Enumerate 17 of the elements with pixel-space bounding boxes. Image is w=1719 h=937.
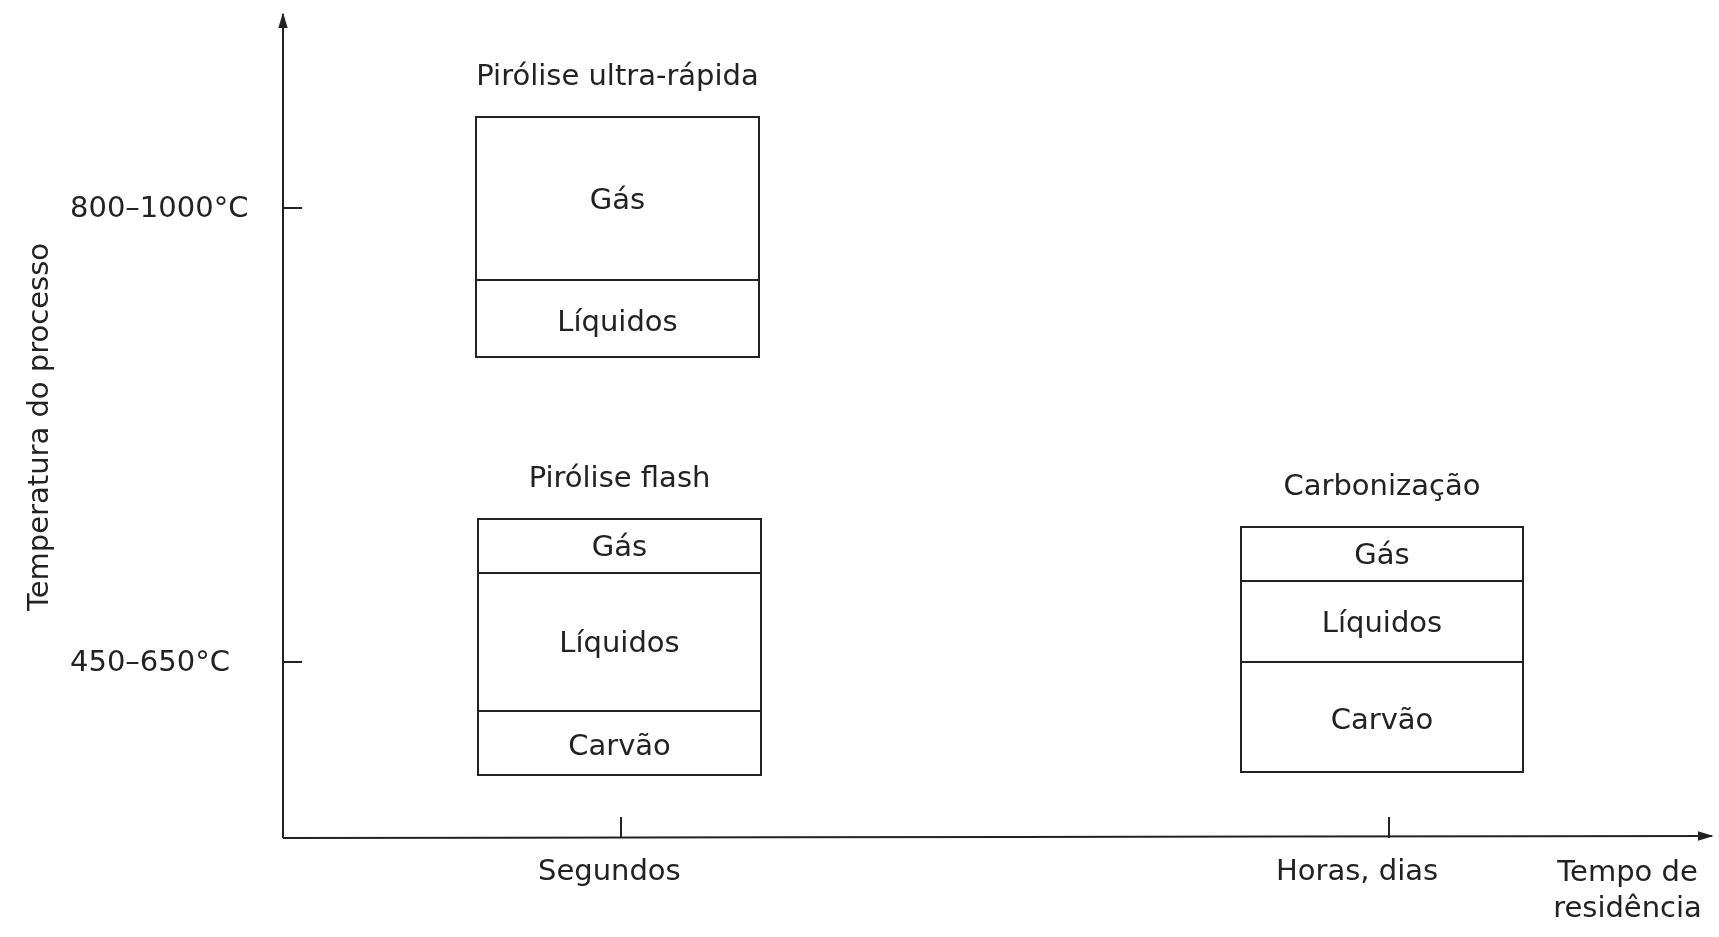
product-section: Carvão: [479, 710, 760, 778]
axis-title: Tempo de residência: [1552, 853, 1703, 925]
product-section: Líquidos: [477, 279, 758, 360]
product-section: Carvão: [1242, 661, 1522, 775]
tick-label: Segundos: [538, 853, 681, 887]
tick-label: 450–650°C: [70, 644, 230, 678]
group-heading: Carbonização: [1282, 468, 1482, 502]
axis-title: Temperatura do processo: [21, 243, 55, 611]
tick-label: 800–1000°C: [70, 190, 249, 224]
group-heading: Pirólise ultra-rápida: [475, 58, 760, 92]
product-section: Líquidos: [1242, 580, 1522, 661]
product-section: Gás: [479, 520, 760, 572]
tick-label: Horas, dias: [1276, 853, 1439, 887]
product-section: Gás: [1242, 528, 1522, 580]
product-section: Gás: [477, 118, 758, 279]
product-section: Líquidos: [479, 572, 760, 710]
group-heading: Pirólise flash: [527, 460, 712, 494]
